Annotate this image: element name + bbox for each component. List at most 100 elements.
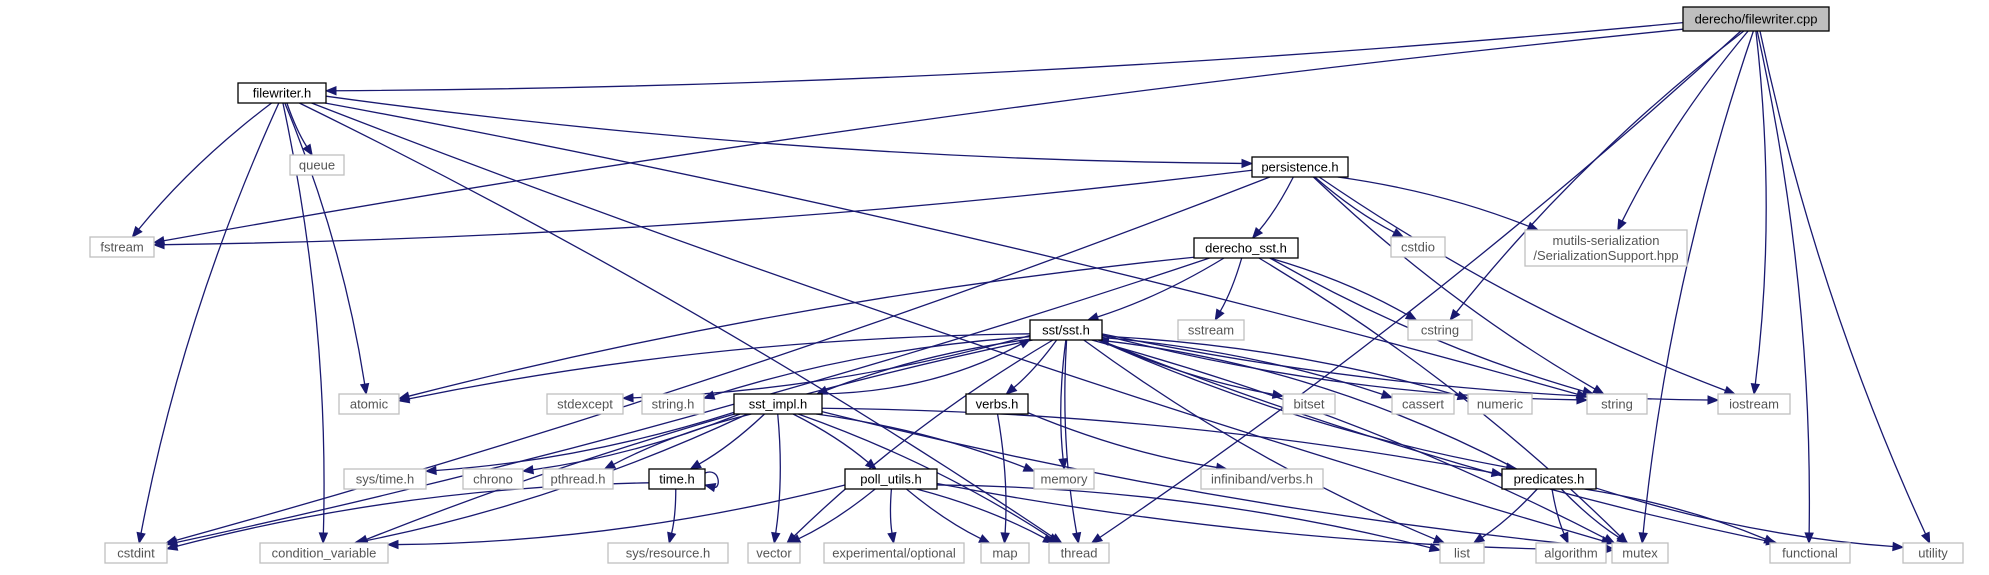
edge-poll_utils_h-to-thread (916, 488, 1055, 544)
node-label: verbs.h (976, 397, 1019, 412)
edge-filewriter_cpp-to-cstring (1449, 30, 1745, 322)
node-label: pthread.h (551, 472, 606, 487)
node-thread: thread (1048, 542, 1110, 564)
node-box (1439, 542, 1485, 564)
node-box (1902, 542, 1964, 564)
edge-filewriter_h-to-atomic (284, 102, 370, 396)
edge-poll_utils_h-to-map (905, 488, 991, 544)
node-queue: queue (289, 154, 345, 176)
node-box (1535, 542, 1607, 564)
node-cstring: cstring (1407, 319, 1473, 341)
node-box (1048, 542, 1110, 564)
node-sst-h[interactable]: sst/sst.h (1029, 319, 1103, 341)
node-box (648, 468, 706, 490)
edge-persistence_h-to-iostream (1318, 176, 1737, 395)
node-label: fstream (100, 240, 143, 255)
node-label: cstdio (1401, 240, 1435, 255)
node-label: derecho_sst.h (1205, 241, 1287, 256)
edge-predicates_h-to-algorithm (1551, 488, 1569, 545)
node-label: sstream (1188, 323, 1234, 338)
edge-persistence_h-to-cstdio (1314, 176, 1405, 238)
node-cstdint: cstdint (104, 542, 168, 564)
node-box (641, 393, 705, 415)
edge-poll_utils_h-to-mutex (936, 482, 1614, 555)
node-experimental-optional: experimental/optional (823, 542, 965, 564)
node-mutex: mutex (1611, 542, 1669, 564)
node-label: utility (1918, 546, 1948, 561)
node-box (1391, 393, 1455, 415)
node-label: cstdint (117, 546, 155, 561)
node-label: sst_impl.h (749, 397, 808, 412)
node-label: string.h (652, 397, 695, 412)
node-functional: functional (1769, 542, 1851, 564)
node-utility: utility (1902, 542, 1964, 564)
node-box (1682, 6, 1830, 32)
node-label: functional (1782, 546, 1838, 561)
edge-predicates_h-to-functional (1584, 488, 1776, 544)
node-sst-impl-h[interactable]: sst_impl.h (733, 393, 823, 415)
node-label: infiniband/verbs.h (1211, 472, 1313, 487)
node-box (607, 542, 729, 564)
edge-filewriter_cpp-to-fstream (152, 28, 1684, 246)
node-filewriter-h[interactable]: filewriter.h (237, 82, 327, 104)
node-box (343, 468, 427, 490)
edge-time_h-to-cstdint (165, 482, 650, 551)
node-layer: derecho/filewriter.cpp filewriter.h fstrea… (89, 6, 1964, 564)
edge-predicates_h-to-list (1472, 488, 1538, 544)
edge-filewriter_cpp-to-iostream (1750, 30, 1767, 396)
node-verbs-h[interactable]: verbs.h (965, 393, 1029, 415)
node-predicates-h[interactable]: predicates.h (1501, 468, 1597, 490)
node-box (1390, 236, 1446, 258)
node-fstream: fstream (89, 236, 155, 258)
node-string: string (1586, 393, 1648, 415)
edge-sst_h-to-memory (1058, 339, 1068, 471)
node-box (462, 468, 524, 490)
node-filewriter-cpp[interactable]: derecho/filewriter.cpp (1682, 6, 1830, 32)
node-box (1524, 229, 1688, 267)
node-label: derecho/filewriter.cpp (1695, 12, 1818, 27)
edge-sst_h-to-thread (1064, 339, 1082, 545)
node-vector: vector (747, 542, 801, 564)
node-label: numeric (1477, 397, 1524, 412)
edge-sst_impl_h-to-vector (771, 413, 781, 545)
node-box (1501, 468, 1597, 490)
node-label: sst/sst.h (1042, 323, 1090, 338)
node-label: sys/resource.h (626, 546, 711, 561)
edge-poll_utils_h-to-condition_variable (386, 484, 846, 550)
node-persistence-h[interactable]: persistence.h (1251, 156, 1349, 178)
node-label: /SerializationSupport.hpp (1533, 248, 1678, 263)
node-derecho-sst-h[interactable]: derecho_sst.h (1193, 237, 1299, 259)
edge-verbs_h-to-infiniband_verbs_h (1027, 412, 1228, 473)
node-box (1611, 542, 1669, 564)
node-label: sys/time.h (356, 472, 415, 487)
edge-predicates_h-to-sst_h (1097, 336, 1517, 470)
edge-poll_utils_h-to-list (936, 484, 1442, 553)
node-box (1033, 468, 1095, 490)
node-label: memory (1041, 472, 1088, 487)
node-atomic: atomic (338, 393, 400, 415)
node-box (747, 542, 801, 564)
edge-filewriter_cpp-to-mutils_serial (1617, 30, 1749, 232)
node-list: list (1439, 542, 1485, 564)
node-poll-utils-h[interactable]: poll_utils.h (844, 468, 938, 490)
edge-derecho_sst_h-to-sstream (1214, 257, 1243, 322)
node-iostream: iostream (1717, 393, 1791, 415)
edge-filewriter_cpp-to-mutex (1638, 30, 1755, 545)
edge-filewriter_cpp-to-functional (1756, 30, 1814, 545)
node-box (259, 542, 389, 564)
node-pthread-h: pthread.h (542, 468, 614, 490)
edge-filewriter_cpp-to-utility (1759, 30, 1931, 545)
node-label: list (1454, 546, 1470, 561)
node-time-h[interactable]: time.h (648, 468, 706, 490)
node-box (1467, 393, 1533, 415)
node-label: stdexcept (557, 397, 613, 412)
edge-persistence_h-to-derecho_sst_h (1251, 176, 1294, 240)
node-box (1282, 393, 1336, 415)
node-box (89, 236, 155, 258)
node-label: experimental/optional (832, 546, 956, 561)
node-label: filewriter.h (253, 86, 312, 101)
edge-persistence_h-to-fstream (152, 169, 1253, 250)
node-label: chrono (473, 472, 513, 487)
node-label: queue (299, 158, 335, 173)
